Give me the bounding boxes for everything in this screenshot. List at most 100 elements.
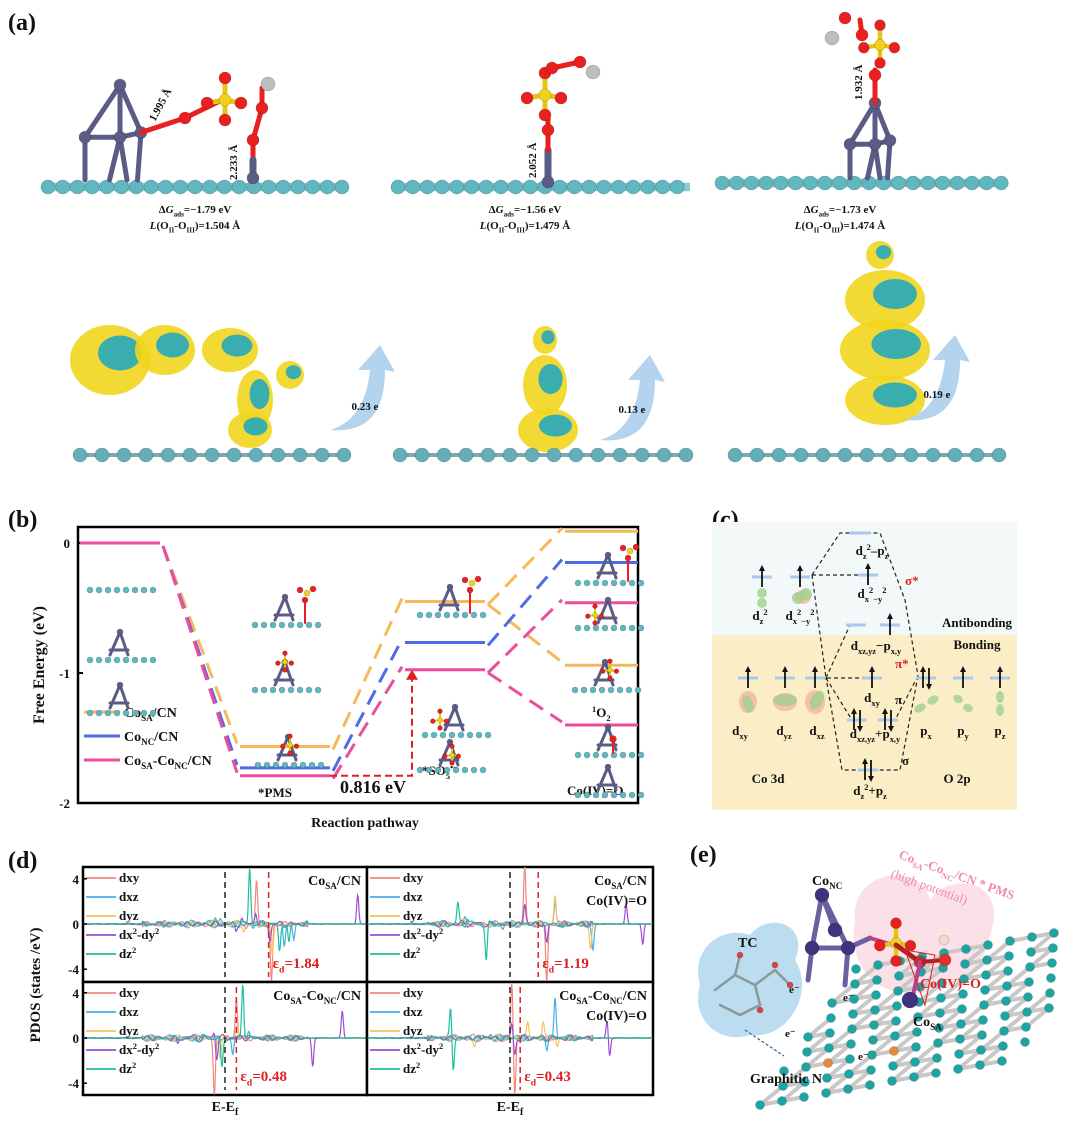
carbon-atom [140,709,148,717]
delta-g-label-part: G [496,204,504,216]
o-2p-label: O 2p [943,771,970,786]
carbon-atom [416,611,424,619]
carbon-atom [1045,988,1055,998]
hydrogen-atom [260,76,276,92]
bonding-label: Bonding [954,637,1001,652]
carbon-atom [849,994,859,1004]
orbital-label-py-part: y [965,731,970,741]
d-band-center-label: εd=1.84 [273,956,320,976]
legend-label-part: /CN [153,730,178,745]
legend-label-part: dyz [403,1023,423,1038]
carbon-atom [571,686,579,694]
oxygen-atom [609,735,617,743]
legend-label-part: dyz [119,908,139,923]
carbon-atom [158,179,173,195]
carbon-atom [610,624,618,632]
stage-label-so5: *SO5•− [422,762,458,781]
legend-label: dxz [403,1004,423,1019]
carbon-atom [583,624,591,632]
legend-label-part: NC [141,737,154,747]
oxygen-atom [538,108,552,122]
carbon-atom [568,447,584,463]
carbon-atom [254,761,262,769]
charge-depletion-isosurface [98,335,142,371]
oxygen-atom [600,668,606,674]
carbon-atom [443,611,451,619]
oxygen-atom [554,91,568,105]
carbon-atom [931,1068,941,1078]
cobalt-atom [604,551,612,559]
mo-label-sigma-bonding-part: z [883,791,887,801]
oxygen-atom [545,61,559,75]
oxygen-atom [890,917,902,929]
carbon-atom [592,624,600,632]
mo-label-pi-bonding-part: +p [875,726,890,741]
c-c-bond [780,1080,807,1103]
legend-label-part: 2 [155,1041,159,1051]
carbon-atom [892,1001,902,1011]
carbon-atom [479,611,487,619]
orbital-label-dxz-part: d [809,723,817,738]
carbon-atom [122,709,130,717]
carbon-atom [976,1045,986,1055]
carbon-atom [95,656,103,664]
c-c-bond [983,969,1010,992]
oxygen-atom [585,613,591,619]
carbon-atom [475,731,483,739]
structure-thumbnail [416,575,487,619]
hydrogen-atom [824,30,840,46]
carbon-atom [669,179,685,195]
mo-label-dx2-y2-part: 2 [882,585,886,595]
delta-g-label-part: =−1.73 eV [829,204,876,216]
carbon-atom [226,447,242,463]
carbon-atom [405,179,421,195]
carbon-atom [114,179,129,195]
subplot-title: CoSA/CN [594,874,647,891]
carbon-atom [1047,958,1057,968]
carbon-atom [113,656,121,664]
carbon-atom [936,993,946,1003]
orbital-label-dxy-part: d [732,723,740,738]
carbon-atom [1025,962,1035,972]
orbital-lobe-icon [963,703,973,713]
mo-label-pi-antibonding: dxz,yz−px,y [851,638,902,656]
legend-label-part: 2 [416,1060,420,1070]
subplot-title-part: -Co [302,989,324,1004]
legend-label-part: 2 [132,945,136,955]
bond-length-o-o-label-part: II [814,226,820,234]
oxygen-atom [868,68,882,82]
c-c-bond [806,1016,833,1039]
mo-label-dxy: dxy [864,690,880,708]
y-tick-label: 0 [73,917,80,932]
subplot-title-part: Co(IV)=O [586,894,647,909]
carbon-atom [478,179,494,195]
charge-depletion-isosurface [221,334,253,357]
bond-length-o-o-label-part: L [794,220,802,232]
sulfur-atom [626,547,634,555]
carbon-atom [464,179,479,195]
oxygen-atom [613,668,620,674]
c-c-bond [918,966,945,989]
correlation-line [825,624,851,679]
orbital-label-dyz-part: yz [784,731,792,741]
charge-depletion-isosurface [875,245,892,260]
carbon-atom [610,579,618,587]
cobalt-atom [901,991,919,1009]
carbon-atom [479,766,487,774]
d-band-center-label-part: d [549,965,555,976]
carbon-atom [436,447,452,463]
carbon-atom [275,179,291,195]
carbon-atom [414,447,430,463]
structure-thumbnail [571,658,642,694]
carbon-atom [502,447,518,463]
oxygen-atom [888,41,901,54]
sulfur-atom [218,93,232,107]
legend-label-part: /CN [187,754,212,769]
carbon-atom [959,974,969,984]
energy-connector [331,597,404,751]
carbon-atom [1004,951,1014,961]
oxygen-atom [619,544,627,552]
delta-g-label-part: =−1.79 eV [184,204,231,216]
carbon-atom [574,579,582,587]
carbon-atom [583,751,591,759]
